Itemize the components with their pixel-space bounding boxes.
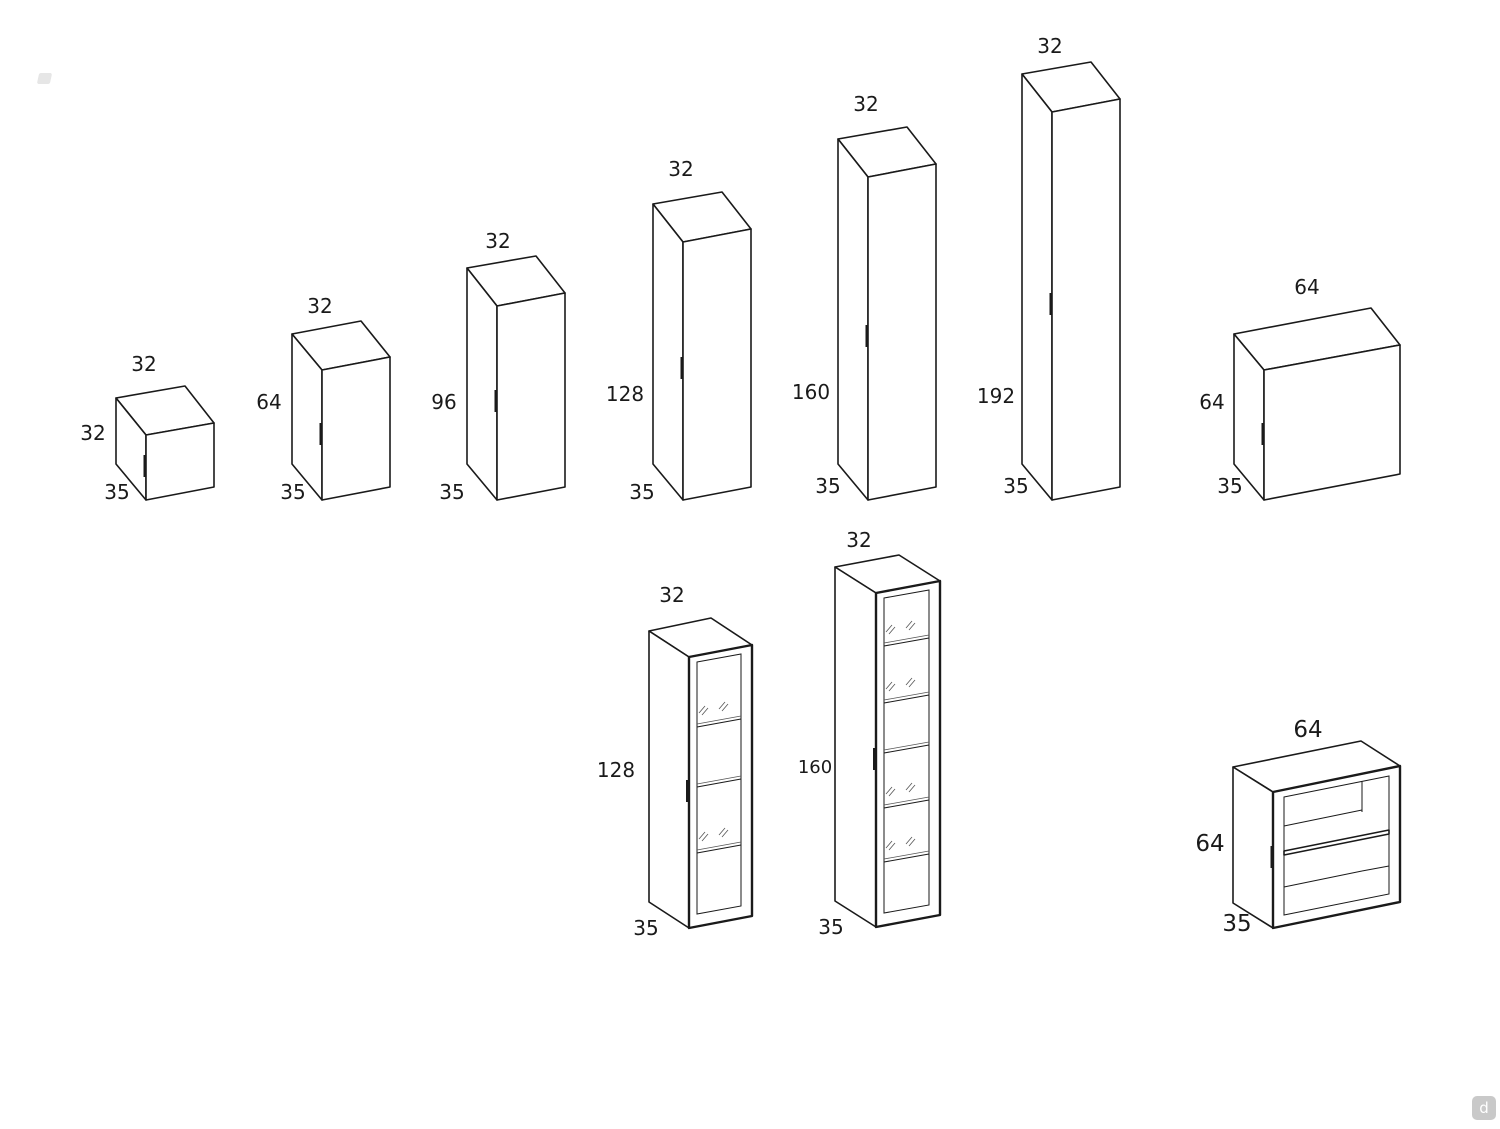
height-label: 192: [977, 384, 1015, 408]
depth-label: 35: [104, 480, 129, 504]
glass-shelf: [883, 799, 930, 809]
width-label: 64: [1294, 275, 1319, 299]
width-label: 32: [1037, 34, 1062, 58]
door-handle: [494, 390, 497, 412]
glass-cabinet-32x160: 32 160 35: [798, 528, 942, 939]
height-label: 32: [80, 421, 105, 445]
height-label: 128: [606, 382, 644, 406]
glass-shelf: [696, 844, 742, 854]
door-handle: [143, 455, 146, 477]
cabinet-front: [867, 163, 937, 501]
width-label: 32: [659, 583, 684, 607]
cabinet-front: [1051, 98, 1121, 501]
cabinet-side: [1232, 766, 1274, 929]
glass-shelf: [696, 778, 742, 788]
door-handle: [865, 325, 868, 347]
cabinet-64x64: 64 64 35: [1199, 275, 1401, 501]
cabinet-front: [1272, 765, 1401, 929]
width-label: 64: [1293, 717, 1322, 743]
glass-shelf: [883, 744, 930, 754]
door-handle: [1049, 293, 1052, 315]
height-label: 128: [597, 758, 635, 782]
depth-label: 35: [1217, 474, 1242, 498]
height-label: 160: [792, 380, 830, 404]
glass-cabinet-32x128: 32 128 35: [597, 583, 754, 940]
cabinet-opening: [1283, 775, 1390, 916]
cabinet-side: [652, 203, 684, 501]
height-label: 64: [1199, 390, 1224, 414]
cabinet-side: [466, 267, 498, 501]
door-handle: [1270, 846, 1273, 868]
cabinet-front: [1263, 344, 1401, 501]
height-label: 96: [431, 390, 456, 414]
cabinet-32x192: 32 192 35: [977, 34, 1121, 501]
cabinet-side: [837, 138, 869, 501]
door-handle: [686, 780, 689, 802]
corner-mark: [36, 73, 53, 84]
cabinet-side: [1021, 73, 1053, 501]
height-label: 64: [1195, 831, 1224, 857]
cabinet-side: [648, 630, 690, 929]
width-label: 32: [131, 352, 156, 376]
width-label: 32: [846, 528, 871, 552]
width-label: 32: [853, 92, 878, 116]
cabinet-front-frame: [1271, 764, 1402, 930]
glass-shelf: [883, 853, 930, 863]
depth-label: 35: [1222, 911, 1251, 937]
depth-label: 35: [818, 915, 843, 939]
watermark-logo: d: [1472, 1096, 1496, 1120]
cabinet-front: [321, 356, 391, 501]
cabinet-32x96: 32 96 35: [431, 229, 566, 504]
height-label: 64: [256, 390, 281, 414]
cabinet-front: [875, 580, 941, 928]
door-handle: [319, 423, 322, 445]
height-label: 160: [798, 757, 832, 778]
cabinet-32x160: 32 160 35: [792, 92, 937, 501]
cabinet-side: [834, 566, 877, 928]
cabinet-32x128: 32 128 35: [606, 157, 752, 504]
glass-door-frame: [687, 643, 754, 930]
width-label: 32: [485, 229, 510, 253]
depth-label: 35: [629, 480, 654, 504]
door-handle: [873, 748, 876, 770]
cabinet-front: [496, 292, 566, 501]
door-handle: [1261, 423, 1264, 445]
depth-label: 35: [815, 474, 840, 498]
depth-label: 35: [1003, 474, 1028, 498]
glass-shelf: [883, 694, 930, 704]
open-cabinet-64x64: 64 64 35: [1195, 717, 1402, 937]
glass-shelf: [883, 637, 930, 647]
door-handle: [680, 357, 683, 379]
cabinet-shelf: [1283, 829, 1390, 856]
cabinet-32x64: 32 64 35: [256, 294, 391, 504]
depth-label: 35: [439, 480, 464, 504]
width-label: 32: [307, 294, 332, 318]
cabinet-front: [145, 422, 215, 501]
depth-label: 35: [280, 480, 305, 504]
cabinet-front: [682, 228, 752, 501]
glass-panel: [696, 653, 742, 915]
cabinet-32x32: 32 32 35: [80, 352, 215, 504]
glass-shelf: [696, 718, 742, 728]
width-label: 32: [668, 157, 693, 181]
depth-label: 35: [633, 916, 658, 940]
glass-door-frame: [874, 579, 942, 929]
